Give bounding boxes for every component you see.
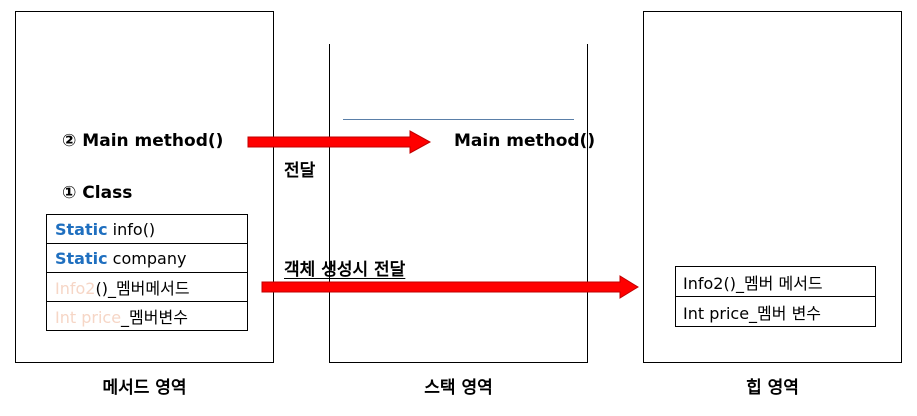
class-member-name: ()_멤버메서드 bbox=[95, 279, 190, 298]
stack-area-caption: 스택 영역 bbox=[424, 378, 493, 398]
faded-member-prefix: Int price bbox=[55, 308, 122, 327]
class-member-table: Static info() Static company Info2()_멤버메… bbox=[46, 214, 248, 331]
pass-arrow bbox=[247, 130, 432, 154]
stack-frame-divider bbox=[343, 119, 574, 120]
table-row: Static company bbox=[46, 243, 248, 273]
method-area-main-method-label: ② Main method() bbox=[62, 131, 224, 151]
method-area-caption: 메서드 영역 bbox=[102, 378, 187, 398]
class-member-name: _멤버변수 bbox=[121, 308, 188, 327]
heap-object-member: Int price_멤버 변수 bbox=[675, 296, 876, 327]
heap-object-table: Info2()_멤버 메서드 Int price_멤버 변수 bbox=[675, 266, 876, 327]
class-member-name: company bbox=[107, 248, 187, 268]
class-member-name: info() bbox=[107, 219, 156, 239]
pass-arrow-shape bbox=[247, 130, 432, 154]
object-create-arrow-shape bbox=[261, 275, 639, 299]
faded-member-prefix: Info2 bbox=[55, 279, 96, 298]
object-create-arrow bbox=[261, 275, 639, 299]
pass-label: 전달 bbox=[284, 161, 316, 181]
table-row: Static info() bbox=[46, 214, 248, 244]
table-row: Info2()_멤버 메서드 bbox=[675, 266, 876, 297]
static-keyword: Static bbox=[55, 248, 108, 268]
object-create-label: 객체 생성시 전달 bbox=[284, 260, 406, 280]
table-row: Int price_멤버 변수 bbox=[675, 296, 876, 327]
table-row: Info2()_멤버메서드 bbox=[46, 272, 248, 302]
static-keyword: Static bbox=[55, 219, 108, 239]
class-label: ① Class bbox=[62, 183, 133, 203]
heap-area-caption: 힙 영역 bbox=[746, 378, 799, 398]
stack-main-method-label: Main method() bbox=[454, 131, 596, 151]
stack-area-panel bbox=[329, 44, 588, 363]
table-row: Int price_멤버변수 bbox=[46, 301, 248, 331]
heap-object-member: Info2()_멤버 메서드 bbox=[675, 266, 876, 297]
